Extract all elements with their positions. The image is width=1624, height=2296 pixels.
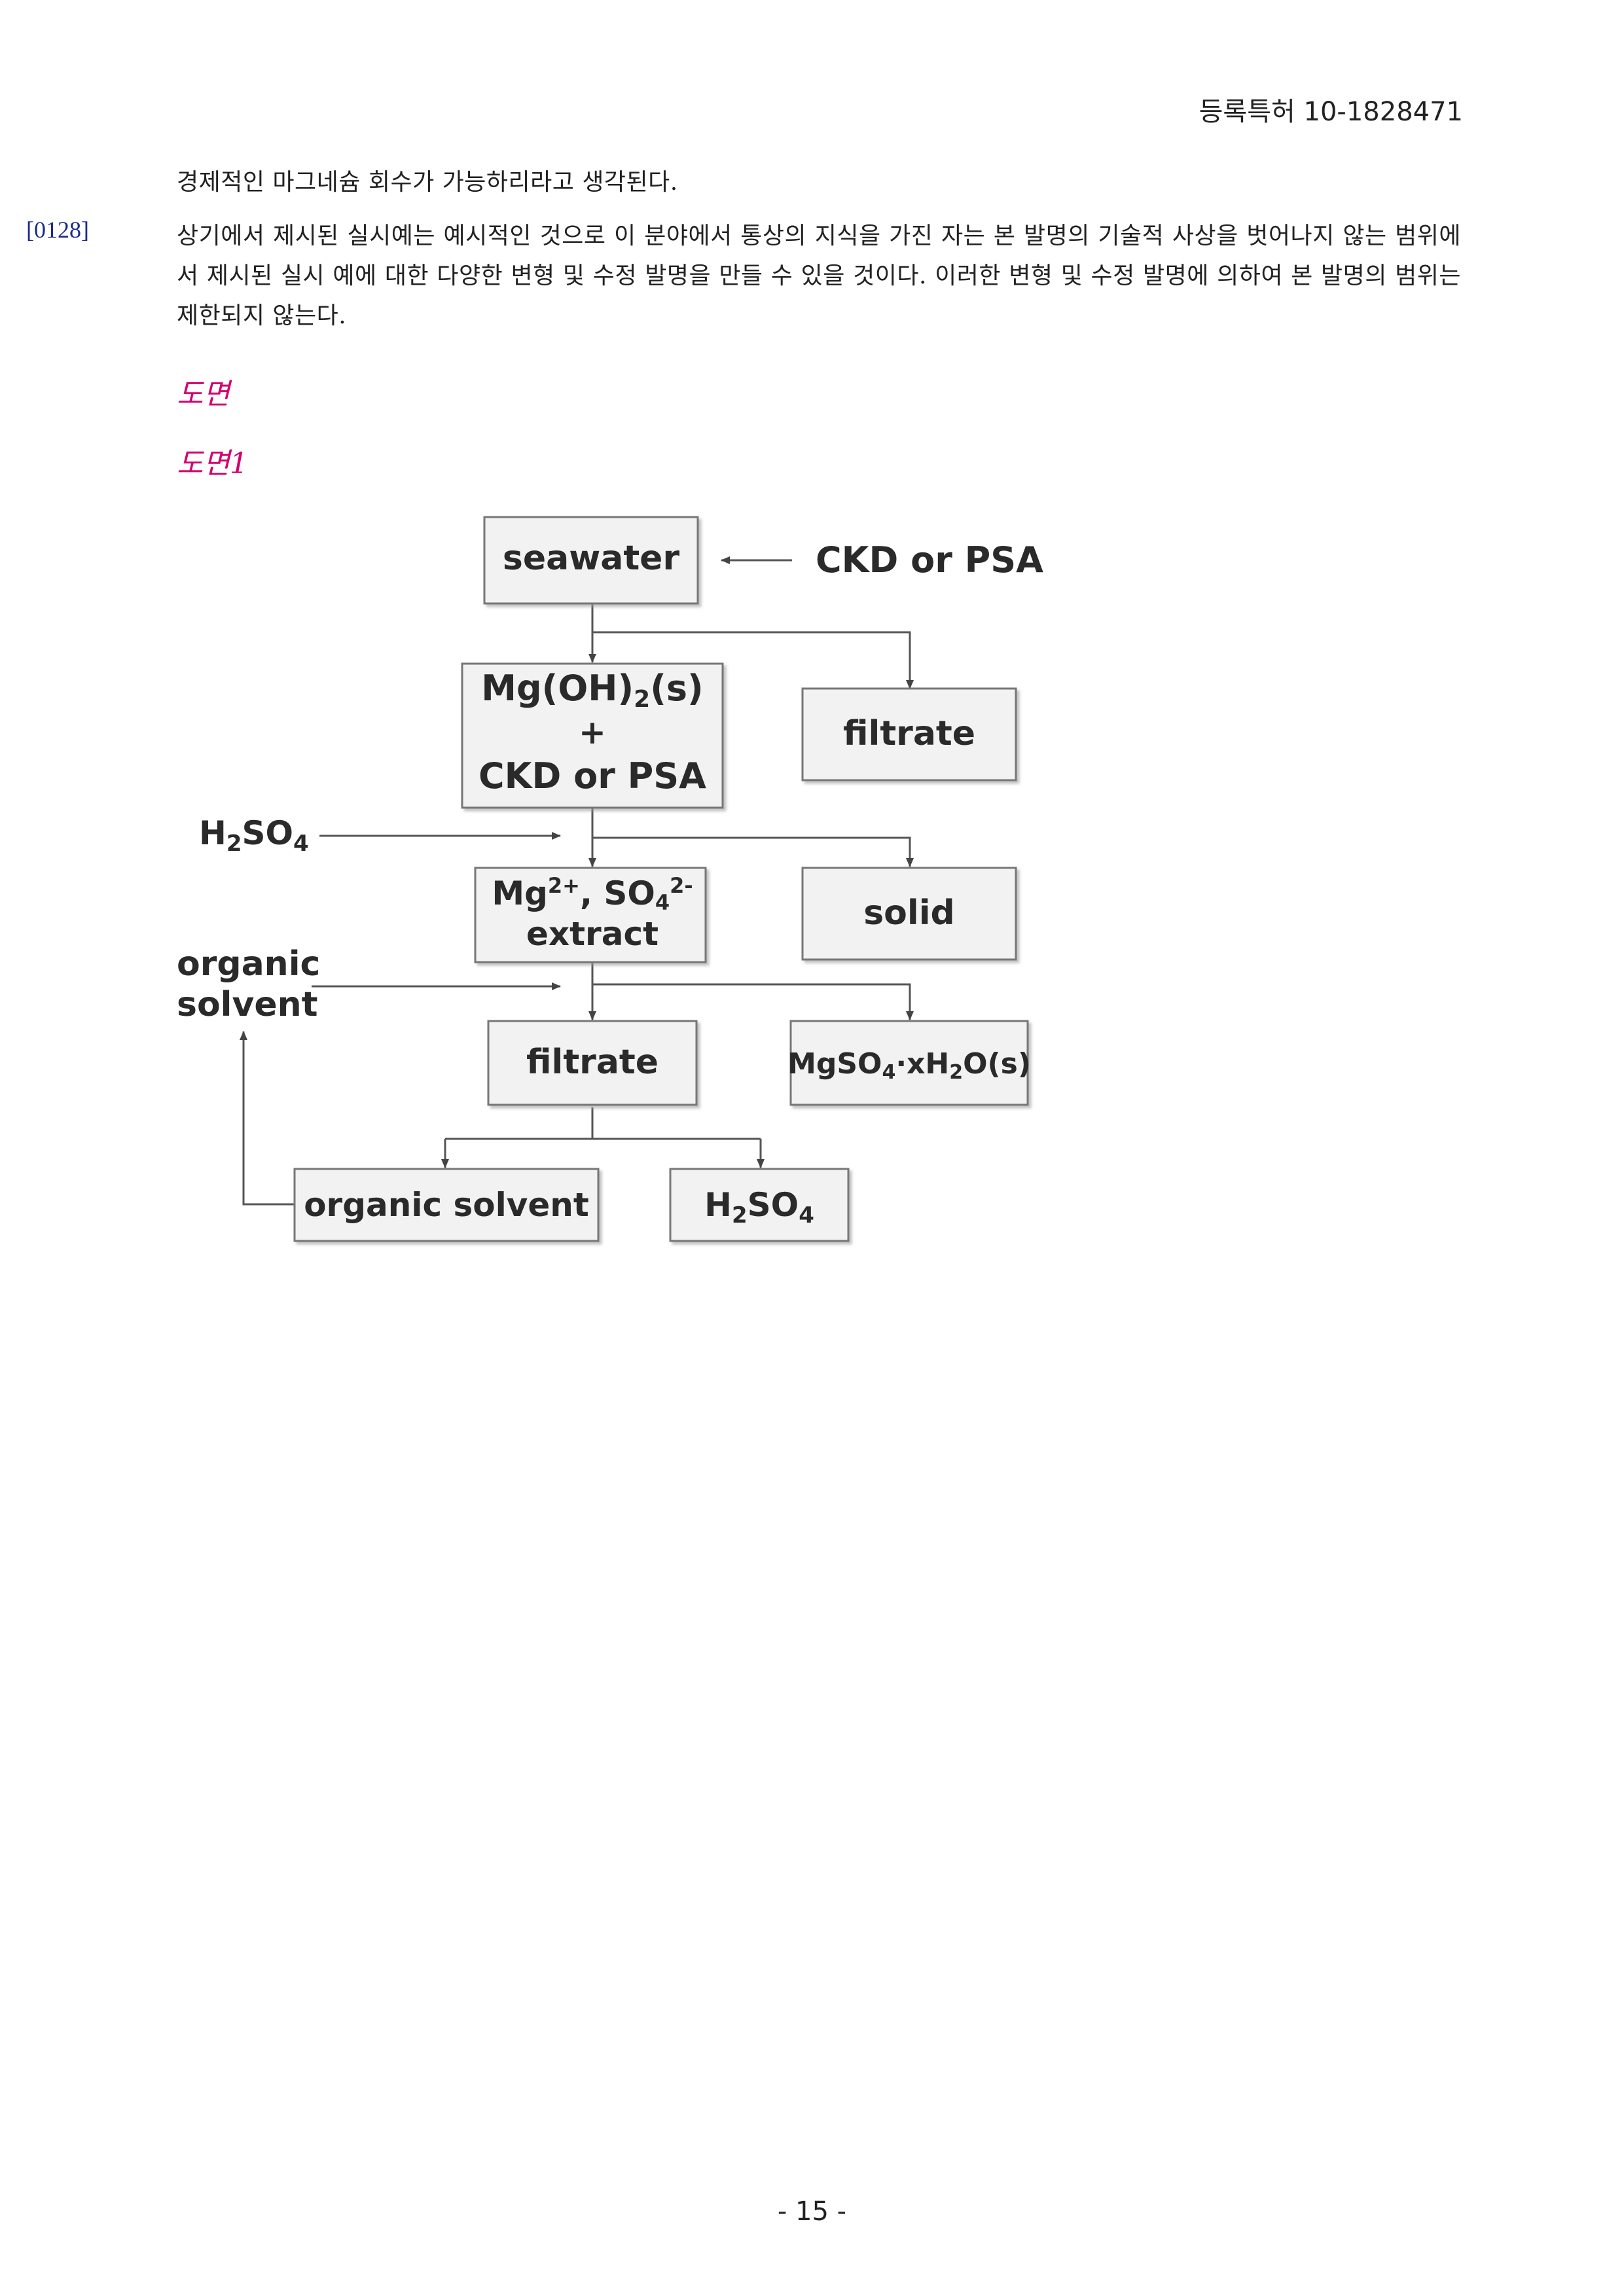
label-extract: extract	[526, 915, 659, 953]
paragraph-number: [0128]	[26, 217, 89, 243]
drawings-heading: 도면	[177, 378, 230, 411]
box-filtrate-mid	[487, 1020, 698, 1106]
drawing1-heading: 도면1	[177, 447, 248, 480]
box-ion-extract	[474, 867, 707, 963]
arrow-to-solid	[592, 836, 914, 867]
label-organic-input-1: organic	[177, 944, 320, 984]
label-ckd-psa-box: CKD or PSA	[478, 755, 706, 797]
box-h2so4	[669, 1168, 850, 1242]
label-plus: +	[579, 713, 606, 751]
paragraph-0127-tail: 경제적인 마그네슘 회수가 가능하리라고 생각된다.	[177, 169, 678, 196]
arrow-solvent-recycle	[240, 1031, 295, 1206]
box-organic-solvent	[293, 1168, 600, 1242]
label-filtrate-top: filtrate	[843, 714, 975, 753]
label-ckd-psa-input: CKD or PSA	[816, 539, 1043, 581]
page-number: - 15 -	[777, 2197, 847, 2227]
arrow-to-mgso4	[592, 983, 914, 1020]
label-ion: Mg2+, SO42-	[492, 873, 693, 915]
box-mgoh	[461, 662, 724, 809]
arrow-to-filtrate-top	[592, 631, 914, 689]
label-h2so4-box: H2SO4	[704, 1186, 814, 1229]
label-mgso4: MgSO4·xH2O(s)	[787, 1047, 1031, 1084]
document-id: 등록특허 10-1828471	[1199, 97, 1463, 127]
label-mgoh: Mg(OH)2(s)	[481, 668, 703, 713]
paragraph-0128: 상기에서 제시된 실시예는 예시적인 것으로 이 분야에서 통상의 지식을 가진…	[177, 223, 1461, 329]
label-organic-solvent-box: organic solvent	[304, 1186, 589, 1224]
label-solid: solid	[863, 893, 955, 933]
label-filtrate-mid: filtrate	[526, 1043, 659, 1082]
box-mgso4	[789, 1020, 1029, 1106]
box-filtrate-top	[801, 687, 1017, 781]
box-solid	[801, 867, 1017, 961]
label-organic-input-2: solvent	[177, 985, 318, 1024]
box-seawater	[483, 516, 699, 605]
label-seawater: seawater	[503, 539, 680, 578]
label-h2so4-input: H2SO4	[199, 814, 309, 857]
